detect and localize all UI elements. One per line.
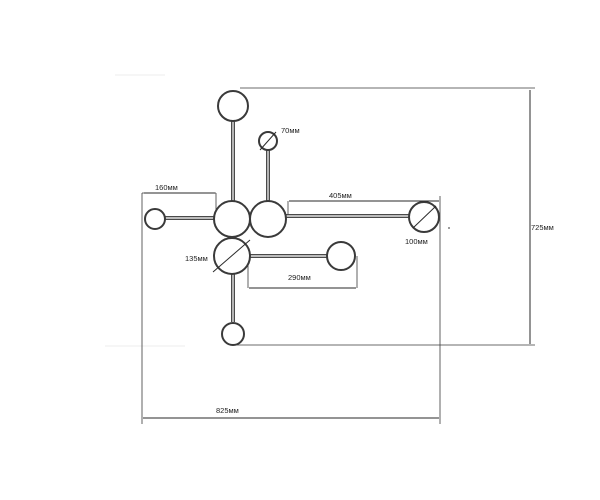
chandelier-rods [164, 118, 410, 322]
total-height-dimension-label: 725мм [531, 223, 554, 232]
arm-right-dimension-label: 405мм [329, 191, 352, 200]
globe-center-left [213, 200, 251, 238]
arm-left-dimension-label: 160мм [155, 183, 178, 192]
globe-small-diameter-line [259, 131, 277, 151]
globe-end-dimension-label: 100мм [405, 237, 428, 246]
globe-center-dimension-label: 135мм [185, 254, 208, 263]
globe-left [144, 208, 166, 230]
scan-dot [448, 227, 450, 229]
globe-end-diameter-line [412, 205, 437, 229]
dimension-lines [143, 90, 531, 419]
globe-center-right [249, 200, 287, 238]
globe-lower-right [326, 241, 356, 271]
globe-bottom [221, 322, 245, 346]
total-width-dimension-label: 825мм [216, 406, 239, 415]
dimension-labels: 70мм 160мм 405мм 100мм 135мм 290мм 725мм… [155, 126, 554, 415]
globe-top [217, 90, 249, 122]
globe-center-diameter-line [212, 239, 251, 273]
arm-lower-dimension-label: 290мм [288, 273, 311, 282]
globe-small-dimension-label: 70мм [281, 126, 300, 135]
scan-artifacts [105, 74, 185, 347]
